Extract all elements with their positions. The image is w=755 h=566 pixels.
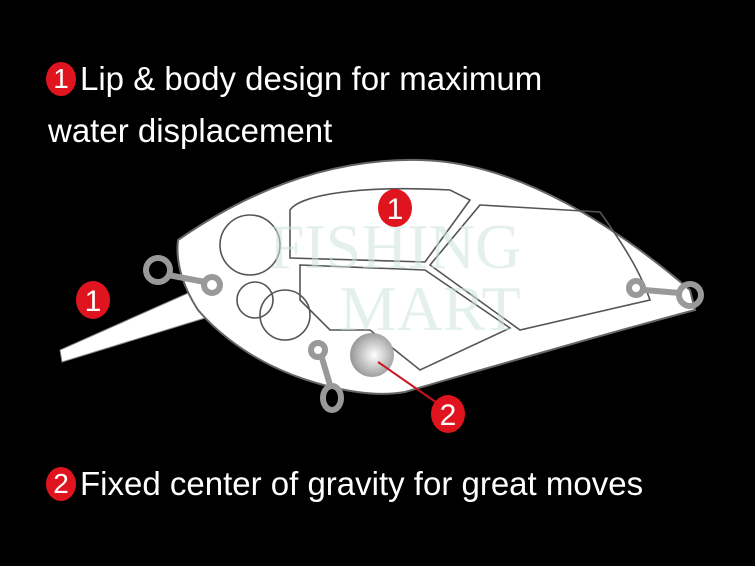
- weight-callout-label: 2: [440, 399, 457, 432]
- feature-1-line-2: water displacement: [48, 112, 333, 149]
- feature-1-marker: 1: [46, 62, 76, 96]
- line-tie-eye: [143, 255, 223, 296]
- feature-2-line: 2 Fixed center of gravity for great move…: [46, 465, 643, 503]
- body-panels: [219, 187, 652, 371]
- tail-hanger: [626, 278, 704, 309]
- body-callout-marker: [378, 189, 412, 227]
- weight-callout-line: [377, 361, 441, 406]
- feature-2-text: Fixed center of gravity for great moves: [80, 465, 644, 502]
- belly-hanger: [308, 340, 344, 413]
- feature-1-text: Lip & body design for maximum: [80, 60, 543, 97]
- lip-callout-label: 1: [85, 285, 102, 318]
- weight-callout-marker: [431, 395, 465, 433]
- feature-2-marker: 2: [46, 467, 76, 501]
- body-callout-label: 1: [387, 193, 404, 226]
- lip-callout-marker: [76, 281, 110, 319]
- watermark-line-2: MART: [339, 273, 520, 344]
- feature-1-line-1: 1 Lip & body design for maximum: [46, 60, 542, 98]
- weight-ball: [350, 333, 394, 377]
